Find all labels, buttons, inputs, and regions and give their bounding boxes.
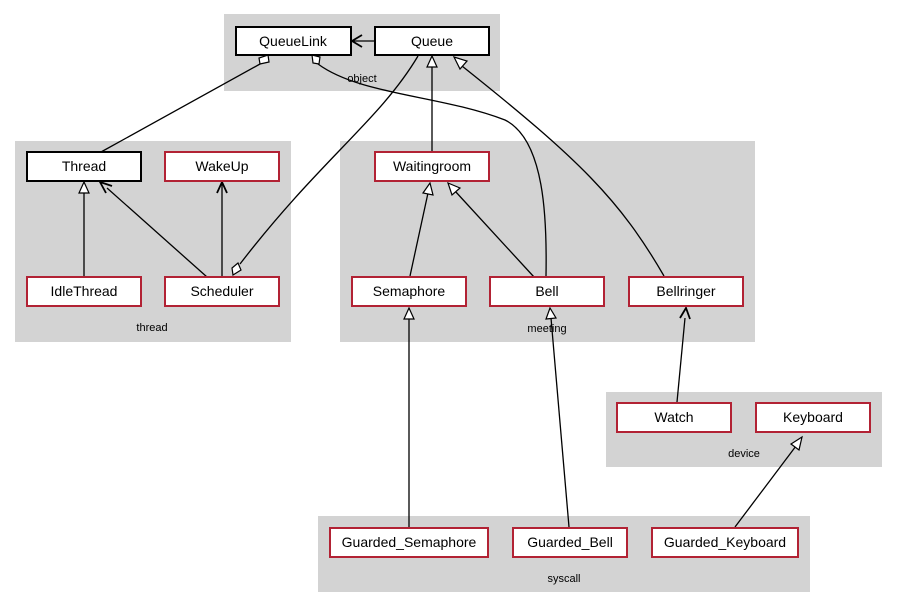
class-label: Guarded_Bell — [527, 534, 613, 550]
edge-scheduler-thread — [106, 187, 208, 278]
edge-guarded-keyboard-keyboard — [734, 445, 797, 528]
class-queue[interactable]: Queue — [374, 26, 490, 56]
arrowhead-hollow — [447, 181, 462, 197]
class-wakeup[interactable]: WakeUp — [164, 151, 280, 182]
class-thread[interactable]: Thread — [26, 151, 142, 182]
arrowhead-hollow — [421, 181, 434, 196]
class-semaphore[interactable]: Semaphore — [351, 276, 467, 307]
package-label-thread: thread — [136, 322, 167, 334]
class-label: QueueLink — [259, 33, 328, 49]
class-label: Guarded_Keyboard — [664, 534, 786, 550]
package-label-device: device — [728, 448, 760, 460]
class-watch[interactable]: Watch — [616, 402, 732, 433]
class-bellringer[interactable]: Bellringer — [628, 276, 744, 307]
arrowhead-open — [679, 305, 691, 320]
arrowhead-hollow — [789, 435, 803, 452]
class-label: Scheduler — [190, 283, 253, 299]
class-label: Thread — [62, 158, 106, 174]
aggregation-diamond — [258, 54, 270, 65]
class-queuelink[interactable]: QueueLink — [235, 26, 352, 56]
class-label: Watch — [654, 409, 693, 425]
class-label: WakeUp — [195, 158, 248, 174]
edge-bell-waitingroom — [454, 190, 535, 278]
edge-watch-bellringer — [676, 317, 686, 403]
class-label: Bell — [535, 283, 558, 299]
edge-queuelink-bell — [317, 63, 547, 277]
class-guarded-keyboard[interactable]: Guarded_Keyboard — [651, 527, 799, 558]
arrowhead-hollow — [426, 54, 438, 68]
class-bell[interactable]: Bell — [489, 276, 605, 307]
class-guarded-bell[interactable]: Guarded_Bell — [512, 527, 628, 558]
arrowhead-hollow — [452, 56, 469, 71]
aggregation-diamond — [231, 262, 242, 276]
arrowhead-hollow — [545, 306, 558, 320]
edges — [78, 34, 803, 528]
edge-queue-scheduler — [239, 55, 419, 265]
edge-guarded-bell-bell — [550, 317, 570, 528]
package-label-syscall: syscall — [547, 573, 580, 585]
package-label-meeting: meeting — [527, 323, 566, 335]
class-label: Semaphore — [373, 283, 446, 299]
arrowhead-hollow — [403, 306, 415, 320]
class-label: Queue — [411, 33, 453, 49]
class-label: Guarded_Semaphore — [342, 534, 477, 550]
edge-queuelink-thread — [100, 63, 261, 153]
aggregation-diamond — [311, 54, 321, 65]
edge-bellringer-queue — [461, 65, 665, 277]
class-label: Bellringer — [656, 283, 715, 299]
arrowhead-hollow — [78, 180, 90, 194]
edge-semaphore-waitingroom — [409, 192, 429, 277]
class-scheduler[interactable]: Scheduler — [164, 276, 280, 307]
package-label-object: object — [347, 73, 376, 85]
class-waitingroom[interactable]: Waitingroom — [374, 151, 490, 182]
class-keyboard[interactable]: Keyboard — [755, 402, 871, 433]
class-guarded-semaphore[interactable]: Guarded_Semaphore — [329, 527, 489, 558]
class-label: IdleThread — [51, 283, 118, 299]
class-label: Waitingroom — [393, 158, 471, 174]
class-label: Keyboard — [783, 409, 843, 425]
class-idlethread[interactable]: IdleThread — [26, 276, 142, 307]
